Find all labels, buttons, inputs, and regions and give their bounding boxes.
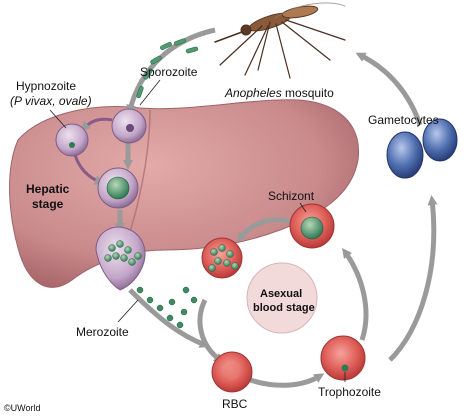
merozoite-icon [136,286,198,329]
arrow-liver-to-blood [128,288,210,348]
sporozoite-icon [136,38,199,99]
label-merozoite: Merozoite [76,325,129,339]
label-hepatic-stage-line2: stage [32,197,64,211]
arrow-ring-bottom [244,373,325,388]
mosquito-icon [214,2,346,79]
label-schizont: Schizont [268,189,315,203]
label-hypnozoite-species: (P vivax, ovale) [10,94,92,108]
label-mosquito-genus: Anopheles [224,86,282,100]
hepatocyte-icon [111,108,147,144]
schizont-rbc [289,203,335,249]
label-trophozoite: Trophozoite [318,385,381,399]
label-asexual-line1: Asexual [260,288,302,300]
label-sporozoite: Sporozoite [140,65,198,79]
leader-sporozoite [139,79,161,106]
rbc-cell [211,351,253,393]
label-hepatic-stage-line1: Hepatic [26,182,70,196]
hepatic-schizont-cell [97,167,139,209]
leader-merozoite [117,299,139,323]
trophozoite-rbc [320,335,366,381]
label-gametocytes: Gametocytes [368,113,439,127]
label-rbc: RBC [222,397,248,411]
asexual-stage-bubble [246,262,318,334]
arrow-gametocytes-to-mosquito [355,52,423,126]
arrow-hypnozoite-reactivate [73,154,105,185]
label-asexual-line2: blood stage [253,302,315,314]
gametocyte-icon [386,118,458,179]
arrow-ring-right [342,247,369,341]
label-mosquito-word: mosquito [282,86,334,100]
label-hypnozoite: Hypnozoite [16,79,76,93]
arrow-ring-top [236,217,291,242]
leader-schizont [299,202,307,213]
label-mosquito: Anopheles mosquito [224,86,334,100]
hypnozoite-cell [55,123,89,157]
red-blood-cell-icon [201,237,243,279]
arrow-blood-to-gametocytes [388,195,438,362]
label-copyright: ©UWorld [4,403,40,413]
leader-hypnozoite [49,109,67,129]
arrow-to-hypnozoite [80,117,113,132]
rupturing-hepatocyte [95,226,146,291]
arrow-ring-left [197,298,224,364]
